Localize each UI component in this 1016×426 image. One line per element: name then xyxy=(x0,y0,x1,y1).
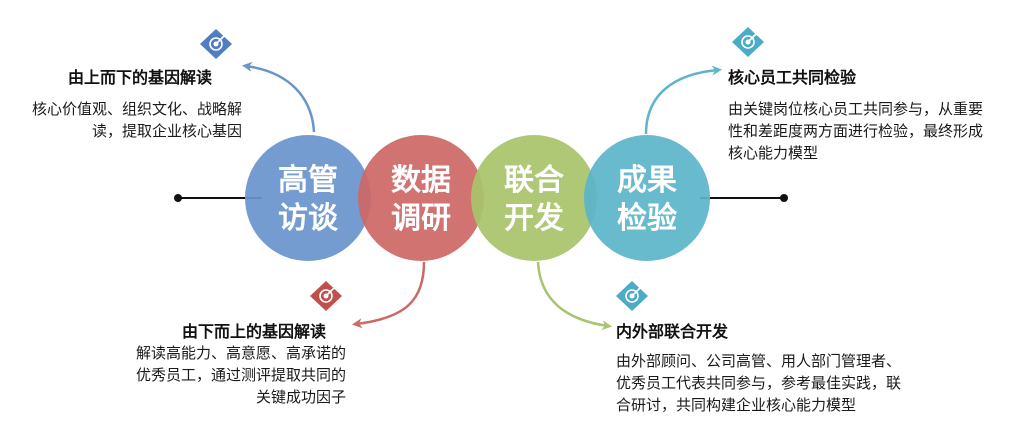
bottom-right-line-2: 优秀员工代表共同参与，参考最佳实践，联 xyxy=(616,374,902,392)
circle-development-line1: 联合 xyxy=(504,163,564,197)
arrow-bottom-left xyxy=(352,261,426,329)
bottom-right-desc: 由外部顾问、公司高管、用人部门管理者、 优秀员工代表共同参与，参考最佳实践，联 … xyxy=(616,350,926,416)
circle-development xyxy=(471,135,597,261)
target-icon xyxy=(200,29,232,59)
top-left-line-1: 核心价值观、组织文化、战略解 xyxy=(31,100,242,118)
target-icon xyxy=(310,281,342,311)
top-right-line-3: 核心能力模型 xyxy=(728,144,819,162)
bottom-left-line-1: 解读高能力、高意愿、高承诺的 xyxy=(135,344,346,362)
circle-validation xyxy=(584,135,710,261)
top-right-line-2: 性和差距度两方面进行检验，最终形成 xyxy=(728,122,984,140)
bottom-right-line-1: 由外部顾问、公司高管、用人部门管理者、 xyxy=(616,352,902,370)
top-right-line-1: 由关键岗位核心员工共同参与，从重要 xyxy=(728,100,984,118)
target-icon xyxy=(732,27,764,57)
bottom-left-title: 由下而上的基因解读 xyxy=(182,322,327,341)
circle-research-line1: 数据 xyxy=(391,164,451,197)
circle-interview xyxy=(245,135,371,261)
top-left-title: 由上而下的基因解读 xyxy=(68,68,213,87)
circle-research-line2: 调研 xyxy=(391,202,451,235)
arrow-bottom-right xyxy=(536,261,612,331)
circle-validation-line1: 成果 xyxy=(617,164,677,197)
bottom-left-line-2: 优秀员工，通过测评提取共同的 xyxy=(135,366,346,384)
top-left-desc: 核心价值观、组织文化、战略解 读，提取企业核心基因 xyxy=(12,98,242,142)
axis-dot-left xyxy=(174,194,182,202)
bottom-right-line-3: 合研讨，共同构建企业核心能力模型 xyxy=(616,396,857,414)
circle-development-line2: 开发 xyxy=(504,202,564,235)
bottom-left-desc: 解读高能力、高意愿、高承诺的 优秀员工，通过测评提取共同的 关键成功因子 xyxy=(116,342,346,408)
arrow-top-left xyxy=(242,61,316,133)
circle-validation-line2: 检验 xyxy=(617,201,677,235)
bottom-right-title: 内外部联合开发 xyxy=(616,322,729,341)
circle-research xyxy=(358,135,484,261)
target-icon xyxy=(616,281,648,311)
arrow-top-right xyxy=(644,65,722,135)
axis-dot-right xyxy=(780,194,788,202)
top-right-title: 核心员工共同检验 xyxy=(728,68,857,87)
bottom-left-line-3: 关键成功因子 xyxy=(255,388,346,406)
circle-interview-line1: 高管 xyxy=(278,164,338,197)
circle-interview-line2: 访谈 xyxy=(278,202,339,235)
circles-group xyxy=(245,135,710,261)
top-left-line-2: 读，提取企业核心基因 xyxy=(91,122,242,140)
top-right-desc: 由关键岗位核心员工共同参与，从重要 性和差距度两方面进行检验，最终形成 核心能力… xyxy=(728,98,1008,164)
